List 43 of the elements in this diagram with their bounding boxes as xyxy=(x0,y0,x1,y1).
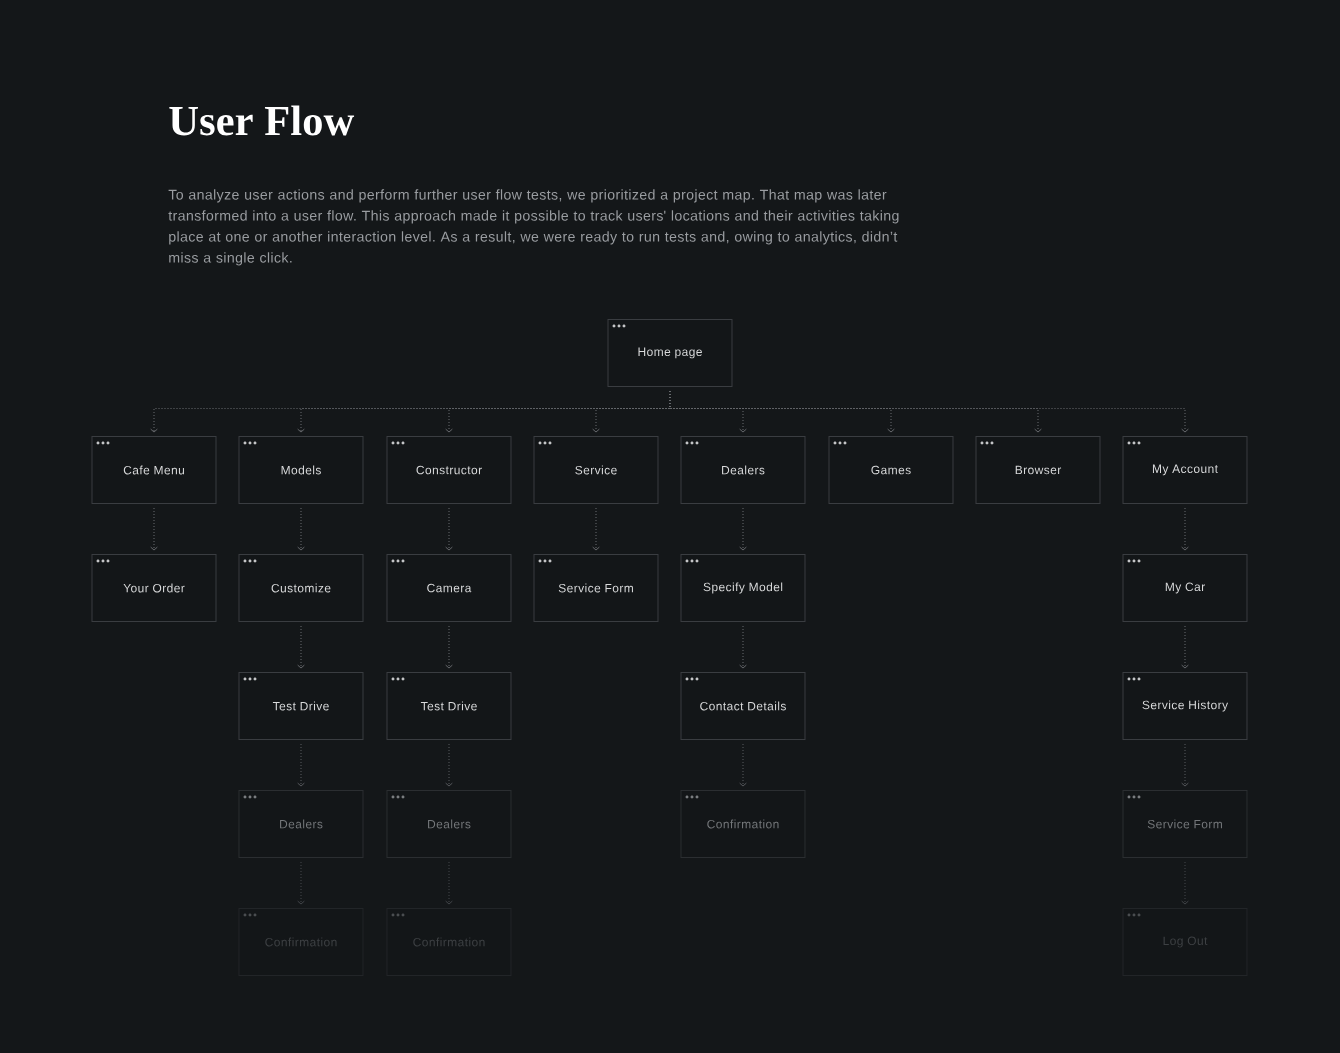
arrow xyxy=(297,507,305,551)
screen-box: Service History xyxy=(1122,672,1248,740)
arrow xyxy=(445,861,453,905)
intro-paragraph: To analyze user actions and perform further user flow tests, we prioritized a project map. That map was later transformed into a user flow. This approach made it possible to track users' locations and their activities taking place at one or another interaction level. As a result, we were ready to run tests and, owing to analytics, didn’t miss a single click. xyxy=(168,189,899,266)
screen-box: Dealers xyxy=(386,790,512,858)
arrow xyxy=(1181,861,1189,905)
arrow xyxy=(1181,507,1189,551)
screen-box: Games xyxy=(828,436,954,504)
screen-box: Cafe Menu xyxy=(91,436,217,504)
screen-box: Test Drive xyxy=(386,672,512,740)
screen-box: Service xyxy=(533,436,659,504)
arrow xyxy=(150,507,158,551)
arrow xyxy=(739,625,747,669)
screen-box: Dealers xyxy=(238,790,364,858)
screen-box: Test Drive xyxy=(238,672,364,740)
screen-box: Confirmation xyxy=(680,790,806,858)
screen-box: Service Form xyxy=(1122,790,1248,858)
title: User Flow xyxy=(169,105,355,136)
arrow xyxy=(445,507,453,551)
arrow xyxy=(592,507,600,551)
screen-box: Camera xyxy=(386,554,512,622)
screen-box: Customize xyxy=(238,554,364,622)
screen-box: Browser xyxy=(975,436,1101,504)
screen-box: Contact Details xyxy=(680,672,806,740)
screen-box: Models xyxy=(238,436,364,504)
arrow xyxy=(297,625,305,669)
screen-box: My Car xyxy=(1122,554,1248,622)
arrow xyxy=(297,861,305,905)
arrow xyxy=(445,625,453,669)
screen-box: Constructor xyxy=(386,436,512,504)
arrow xyxy=(445,743,453,787)
screen-box: Home page xyxy=(607,319,733,387)
arrow xyxy=(669,390,1189,433)
arrow xyxy=(1181,625,1189,669)
arrow xyxy=(739,743,747,787)
screen-box: Service Form xyxy=(533,554,659,622)
screen-box: Specify Model xyxy=(680,554,806,622)
screen-box: Dealers xyxy=(680,436,806,504)
arrow xyxy=(297,743,305,787)
screen-box: My Account xyxy=(1122,436,1248,504)
screen-box: Your Order xyxy=(91,554,217,622)
arrow xyxy=(739,507,747,551)
arrow xyxy=(1181,743,1189,787)
